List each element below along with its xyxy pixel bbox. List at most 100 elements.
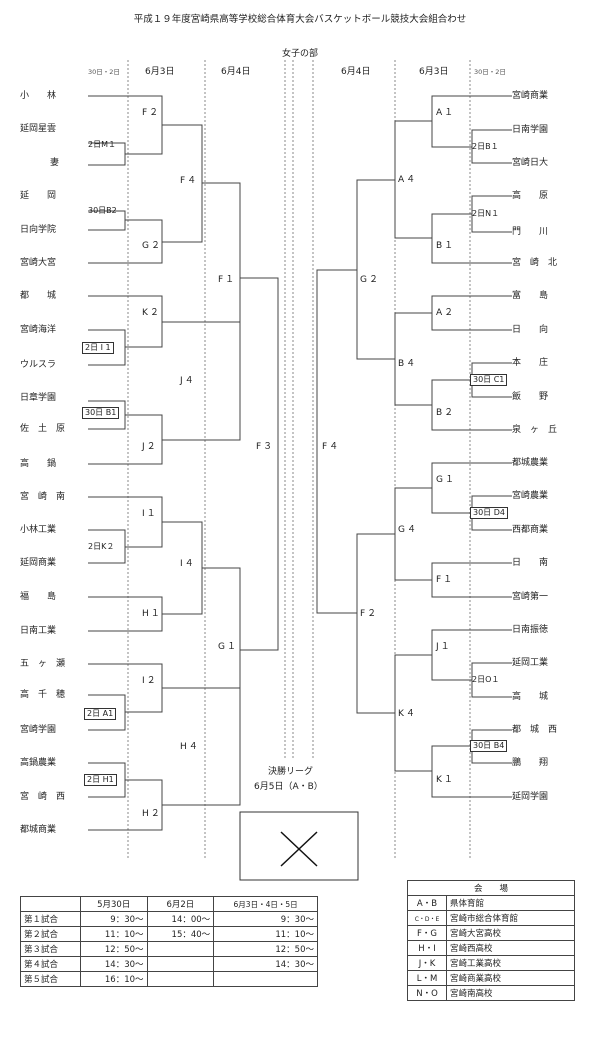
schedule-header-cell: 6月2日 (146, 896, 215, 912)
venue-name: 宮崎南高校 (446, 985, 575, 1001)
venue-name: 宮崎市総合体育館 (446, 910, 575, 926)
schedule-cell: 第３試合 (20, 941, 81, 957)
prelim-right-3: 30日 C1 (470, 374, 508, 386)
match-left-11: I４ (180, 559, 196, 569)
col-header-left-outer: 6月3日 (145, 67, 175, 77)
match-left-1: F２ (142, 108, 161, 118)
schedule-cell: 9：30～ (213, 911, 318, 927)
team-right-13: 宮崎農業 (512, 491, 549, 501)
schedule-cell: 14：00～ (146, 911, 215, 927)
team-left-15: 延岡商業 (20, 558, 57, 568)
match-right-1: A１ (436, 108, 456, 118)
schedule-cell: 16：10～ (79, 971, 148, 987)
venue-name: 県体育館 (446, 895, 575, 911)
team-right-5: 門 川 (512, 227, 549, 237)
match-right-8: K１ (436, 775, 455, 785)
team-right-14: 西都商業 (512, 525, 549, 535)
team-left-17: 日南工業 (20, 626, 57, 636)
team-left-16: 福 島 (20, 592, 57, 602)
team-left-12: 高 鍋 (20, 459, 57, 469)
team-left-4: 延 岡 (20, 191, 57, 201)
venue-code: A・B (407, 895, 447, 911)
match-right-13: G２ (360, 275, 380, 285)
schedule-cell: 第２試合 (20, 926, 81, 942)
schedule-header-row: 5月30日 6月2日 6月3日・4日・5日 (20, 896, 318, 912)
prelim-left-4: 30日 B1 (82, 407, 120, 419)
schedule-row: 第３試合 12：50～ 12：50～ (20, 941, 318, 957)
team-left-2: 延岡星雲 (20, 124, 57, 134)
team-right-10: 飯 野 (512, 392, 549, 402)
team-left-18: 五 ヶ 瀬 (20, 659, 66, 669)
match-right-9: A４ (398, 175, 418, 185)
match-right-6: F１ (436, 575, 455, 585)
schedule-cell: 第４試合 (20, 956, 81, 972)
team-right-11: 泉 ヶ 丘 (512, 425, 558, 435)
team-left-21: 高鍋農業 (20, 758, 57, 768)
venue-code: L・M (407, 970, 447, 986)
match-left-9: F４ (180, 176, 199, 186)
schedule-cell: 15：40～ (146, 926, 215, 942)
venue-code: N・O (407, 985, 447, 1001)
team-left-13: 宮 崎 南 (20, 492, 66, 502)
team-right-9: 本 庄 (512, 358, 549, 368)
team-left-22: 宮 崎 西 (20, 792, 66, 802)
match-left-7: I２ (142, 676, 158, 686)
prelim-right-2: 2日N１ (472, 209, 500, 218)
team-right-1: 宮崎商業 (512, 91, 549, 101)
prelim-right-5: 2日O１ (472, 675, 500, 684)
team-right-20: 都 城 西 (512, 725, 558, 735)
venue-name: 宮崎大宮高校 (446, 925, 575, 941)
match-left-10: J４ (180, 376, 196, 386)
prelim-left-6: 2日 A1 (84, 708, 117, 720)
col-header-right-small: 30日・2日 (474, 68, 506, 76)
team-right-7: 富 島 (512, 291, 549, 301)
prelim-left-2: 30日B2 (88, 206, 117, 215)
team-left-14: 小林工業 (20, 525, 57, 535)
schedule-header-cell: 5月30日 (79, 896, 148, 912)
schedule-cell: 9：30～ (79, 911, 148, 927)
prelim-left-7: 2日 H1 (84, 774, 117, 786)
schedule-cell (146, 941, 215, 957)
schedule-header-cell (20, 896, 81, 912)
prelim-right-1: 2日B１ (472, 142, 499, 151)
schedule-cell: 11：10～ (213, 926, 318, 942)
schedule-cell: 第１試合 (20, 911, 81, 927)
match-right-3: A２ (436, 308, 456, 318)
team-right-3: 宮崎日大 (512, 158, 549, 168)
prelim-right-6: 30日 B4 (470, 740, 508, 752)
prelim-left-5: 2日K２ (88, 542, 115, 551)
schedule-cell (146, 956, 215, 972)
match-left-2: G２ (142, 241, 162, 251)
match-right-4: B２ (436, 408, 456, 418)
venue-header: 会 場 (407, 880, 575, 896)
schedule-cell: 12：50～ (79, 941, 148, 957)
match-right-11: G４ (398, 525, 418, 535)
match-left-8: H２ (142, 809, 162, 819)
team-left-5: 日向学院 (20, 225, 57, 235)
schedule-cell: 14：30～ (79, 956, 148, 972)
team-right-21: 鵬 翔 (512, 758, 549, 768)
schedule-cell: 11：10～ (79, 926, 148, 942)
col-header-right-inner: 6月4日 (341, 67, 371, 77)
final-league-label: 決勝リーグ (268, 767, 314, 777)
schedule-cell: 14：30～ (213, 956, 318, 972)
team-left-11: 佐 土 原 (20, 424, 66, 434)
team-right-6: 宮 崎 北 (512, 258, 558, 268)
match-right-12: K４ (398, 709, 417, 719)
match-left-3: K２ (142, 308, 161, 318)
col-header-right-outer: 6月3日 (419, 67, 449, 77)
prelim-right-4: 30日 D4 (470, 507, 508, 519)
venue-code: F・G (407, 925, 447, 941)
schedule-row: 第５試合 16：10～ (20, 971, 318, 987)
team-right-15: 日 南 (512, 558, 549, 568)
team-right-16: 宮崎第一 (512, 592, 549, 602)
match-right-7: J１ (436, 642, 452, 652)
venue-code: H・I (407, 940, 447, 956)
match-left-5: I１ (142, 509, 158, 519)
venue-name: 宮崎西高校 (446, 940, 575, 956)
venue-code: C・D・E (407, 910, 447, 926)
